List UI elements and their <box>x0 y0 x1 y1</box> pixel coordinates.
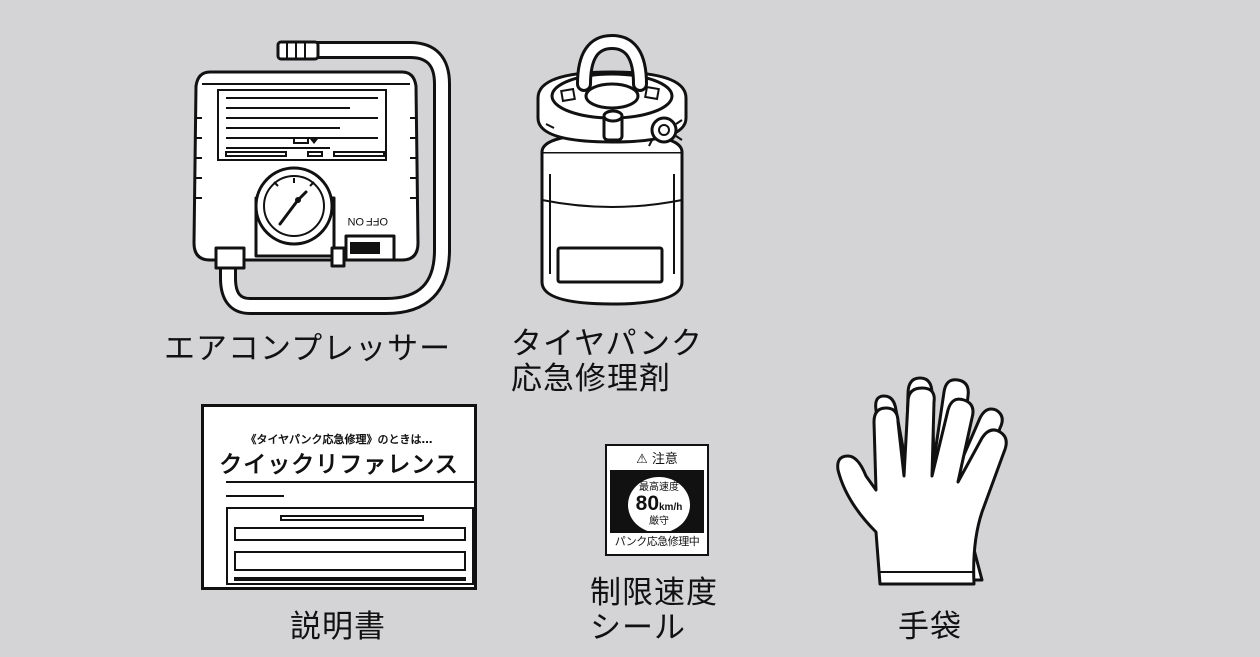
compressor-label: エアコンプレッサー <box>164 331 452 367</box>
max-speed-text: 最高速度 <box>639 482 679 493</box>
sealant-label-line1: タイヤパンク <box>511 326 703 362</box>
manual-label: 説明書 <box>290 609 386 645</box>
caution-text: 注意 <box>651 452 678 467</box>
speed-unit: km/h <box>659 502 683 513</box>
speed-sticker-label-line2: シール <box>590 610 686 646</box>
speed-limit-sticker: ⚠ 注意 最高速度 80km/h 厳守 パンク応急修理中 <box>605 444 709 556</box>
speed-circle: 最高速度 80km/h 厳守 <box>628 477 690 533</box>
sticker-footer: パンク応急修理中 <box>610 531 704 551</box>
observe-text: 厳守 <box>649 516 669 527</box>
switch-off-label: OFF <box>366 215 388 227</box>
gloves-illustration <box>836 376 1008 586</box>
sealant-label-line2: 応急修理剤 <box>511 361 671 397</box>
manual-title: クイックリファレンス <box>219 452 459 478</box>
sealant-bottle-illustration <box>536 33 688 306</box>
speed-value: 80 <box>635 492 659 515</box>
caution-header: ⚠ 注意 <box>610 449 704 472</box>
manual-subtitle: 《タイヤパンク応急修理》のときは… <box>245 433 433 446</box>
quick-reference-manual: 《タイヤパンク応急修理》のときは… クイックリファレンス <box>201 404 477 590</box>
gloves-label: 手袋 <box>898 609 962 645</box>
switch-on-label: ON <box>347 215 364 227</box>
speed-sticker-label-line1: 制限速度 <box>590 575 718 611</box>
air-compressor-illustration: OFF ON <box>192 40 451 315</box>
warning-triangle-icon: ⚠ <box>636 452 648 467</box>
